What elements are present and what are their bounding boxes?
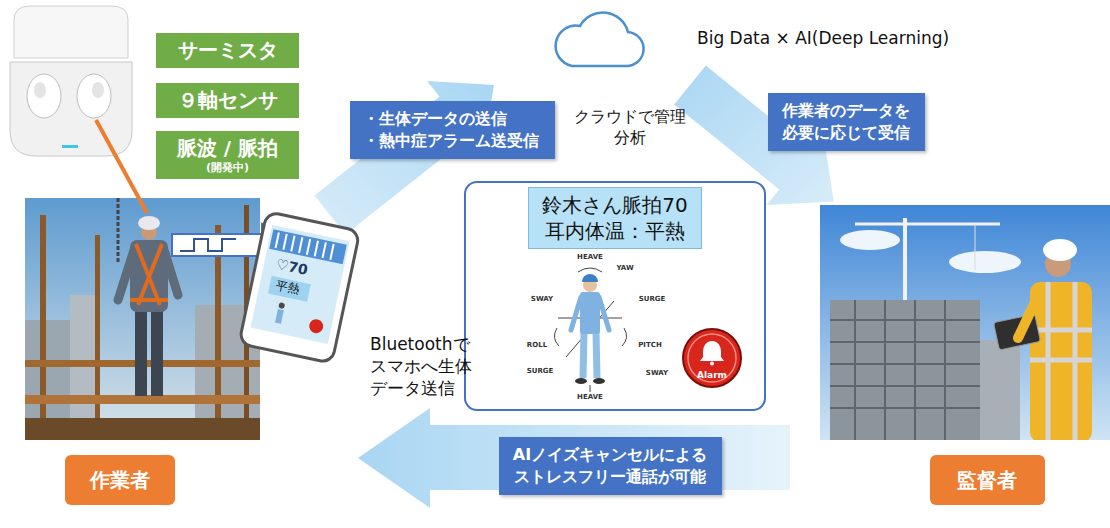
- alarm-inner-ring: [688, 334, 736, 382]
- scaffold-pole: [95, 235, 100, 440]
- alarm-ring: [683, 329, 741, 387]
- cloud-label: クラウドで管理 分析: [573, 107, 687, 149]
- supervisor-helmet: [1043, 239, 1077, 261]
- box-note: (開発中): [206, 161, 249, 174]
- box-text: 脈波 / 脈拍: [177, 136, 278, 161]
- motion-label: PITCH: [638, 341, 662, 350]
- box-text: ９軸センサ: [178, 88, 278, 113]
- building: [980, 340, 1020, 440]
- alarm-button: Alarm: [682, 328, 742, 388]
- earbud: [27, 74, 61, 118]
- phone-screen: [250, 225, 349, 344]
- sensor-label: 脈波 / 脈拍(開発中): [155, 130, 300, 180]
- info-box: 作業者のデータを 必要に応じて受信: [768, 93, 925, 152]
- box-text: AIノイズキャンセルによる ストレスフリー通話が可能: [512, 444, 709, 489]
- box-text: ・生体データの送信 ・熱中症アラーム送受信: [363, 108, 542, 153]
- motion-label: SWAY: [531, 295, 553, 304]
- earbud-case: [10, 6, 132, 156]
- info-box: AIノイズキャンセルによる ストレスフリー通話が可能: [499, 437, 722, 496]
- box-text: 作業者: [90, 467, 150, 494]
- screen-person-body: [275, 309, 284, 324]
- screen-person-head: [278, 302, 285, 309]
- box-text: 鈴木さん脈拍70 耳内体温：平熱: [541, 192, 689, 244]
- earbud-tip: [34, 82, 46, 98]
- case-lid: [14, 6, 128, 58]
- screen-text: ♡70: [274, 255, 309, 279]
- building-floors: [830, 300, 980, 440]
- motion-axis: [590, 385, 591, 392]
- pulse-wave: [180, 239, 236, 251]
- motion-label: ROLL: [527, 341, 547, 350]
- building: [830, 300, 980, 440]
- status-header: 鈴木さん脈拍70 耳内体温：平熱: [528, 187, 702, 249]
- bell-clapper: [710, 362, 714, 366]
- bell-icon: [700, 341, 724, 361]
- bluetooth-note: Bluetoothで スマホへ生体 データ送信: [370, 333, 475, 399]
- figure-arm: [599, 297, 609, 330]
- screen-alarm: [308, 318, 325, 335]
- scaffold-pole: [40, 215, 46, 440]
- sensor-label: ９軸センサ: [155, 82, 300, 119]
- motion-figure: [554, 268, 626, 392]
- figure-shoe: [575, 378, 587, 384]
- cloud: [949, 251, 1021, 273]
- worker-leg: [151, 308, 163, 396]
- supervisor-arm: [1018, 300, 1036, 338]
- figure-leg: [583, 332, 584, 378]
- scaffold-pole: [215, 225, 221, 440]
- screen-graph-lines: [276, 232, 334, 259]
- platform: [25, 418, 260, 440]
- harness: [130, 244, 168, 305]
- box-text: サーミスタ: [178, 38, 278, 63]
- flow-arrow-back: [358, 408, 790, 508]
- earbud: [77, 74, 111, 118]
- figure-helmet: [582, 274, 598, 282]
- figure-arm: [571, 297, 581, 330]
- motion-arc: [622, 328, 627, 346]
- info-box: ・生体データの送信 ・熱中症アラーム送受信: [350, 101, 555, 160]
- box-text: 監督者: [957, 467, 1017, 494]
- screen-text: 平熱: [274, 278, 301, 298]
- chain: [117, 198, 120, 262]
- role-label: 作業者: [65, 455, 175, 505]
- motion-label: HEAVE: [577, 393, 603, 402]
- phone-body: [239, 211, 360, 363]
- worker-arm: [118, 250, 134, 300]
- figure-body: [580, 292, 600, 334]
- supervisor-body: [1030, 282, 1092, 440]
- vest-stripes: [1030, 282, 1092, 440]
- smartphone: [239, 211, 360, 363]
- box-text: 作業者のデータを 必要に応じて受信: [781, 100, 912, 145]
- sensor-label: サーミスタ: [155, 32, 300, 69]
- box-text: Alarm: [697, 370, 727, 380]
- worker-helmet: [138, 216, 160, 230]
- cloud-icon: [556, 12, 644, 66]
- tech-label: Big Data × AI(Deep Learning): [697, 27, 949, 49]
- scaffold-bar: [25, 395, 260, 404]
- crane-cable: [975, 224, 976, 270]
- motion-label: HEAVE: [577, 253, 603, 262]
- figure-shoe: [593, 378, 605, 384]
- leader-line: [96, 120, 147, 213]
- earbud-tip: [92, 82, 104, 98]
- supervisor-photo: [820, 205, 1110, 440]
- motion-label: SURGE: [527, 367, 554, 376]
- motion-label: SWAY: [646, 369, 668, 378]
- motion-label: SURGE: [639, 295, 666, 304]
- motion-arc: [554, 328, 559, 346]
- role-label: 監督者: [930, 455, 1045, 505]
- case-led: [62, 145, 78, 148]
- worker-leg: [135, 308, 147, 396]
- figure-leg: [596, 332, 597, 378]
- motion-label: YAW: [616, 264, 633, 273]
- crane-jib: [855, 223, 1000, 226]
- case-body: [10, 62, 132, 156]
- cloud: [840, 230, 900, 250]
- motion-arc: [578, 268, 602, 272]
- monitor-panel: [465, 182, 765, 410]
- screen-badge: [268, 276, 311, 302]
